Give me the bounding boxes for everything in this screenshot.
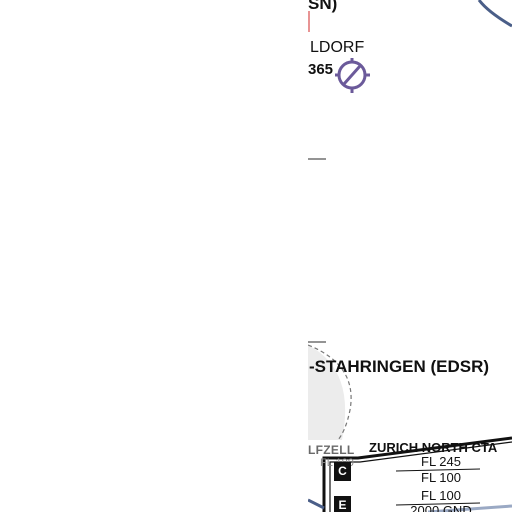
bottom-boundary: [308, 498, 325, 510]
aerodrome-zone-shade: [308, 345, 346, 440]
chart-graphics: [308, 0, 512, 512]
blank-margin: [0, 0, 308, 512]
chart-area[interactable]: SN) LDORF 365 -STAHRINGEN (EDSR) LFZELL …: [308, 0, 512, 512]
class-c-upper-limit: FL 245: [421, 454, 461, 469]
top-partial-label: SN): [308, 0, 338, 13]
navaid-symbol: [335, 58, 370, 93]
airport-label[interactable]: -STAHRINGEN (EDSR): [309, 357, 490, 376]
elevation-label: 365: [308, 61, 334, 78]
airspace-boundary: [477, 0, 512, 28]
airspace-class-c-badge: C: [334, 462, 351, 481]
fl-separator: [395, 468, 481, 472]
town-label: LDORF: [310, 39, 365, 56]
class-e-upper-limit: FL 100: [421, 488, 461, 503]
class-c-lower-limit: FL 100: [421, 470, 461, 485]
fl-separator: [395, 502, 481, 506]
class-e-lower-limit: 2000 GND: [410, 503, 472, 512]
cta-boundary: [322, 436, 512, 512]
bottom-boundary-right: [427, 504, 512, 512]
airspace-class-e-badge: E: [334, 496, 351, 512]
sector-label: LFZELL: [308, 443, 355, 457]
aerodrome-zone-boundary: [308, 344, 352, 441]
cta-title[interactable]: ZURICH NORTH CTA: [369, 440, 498, 455]
